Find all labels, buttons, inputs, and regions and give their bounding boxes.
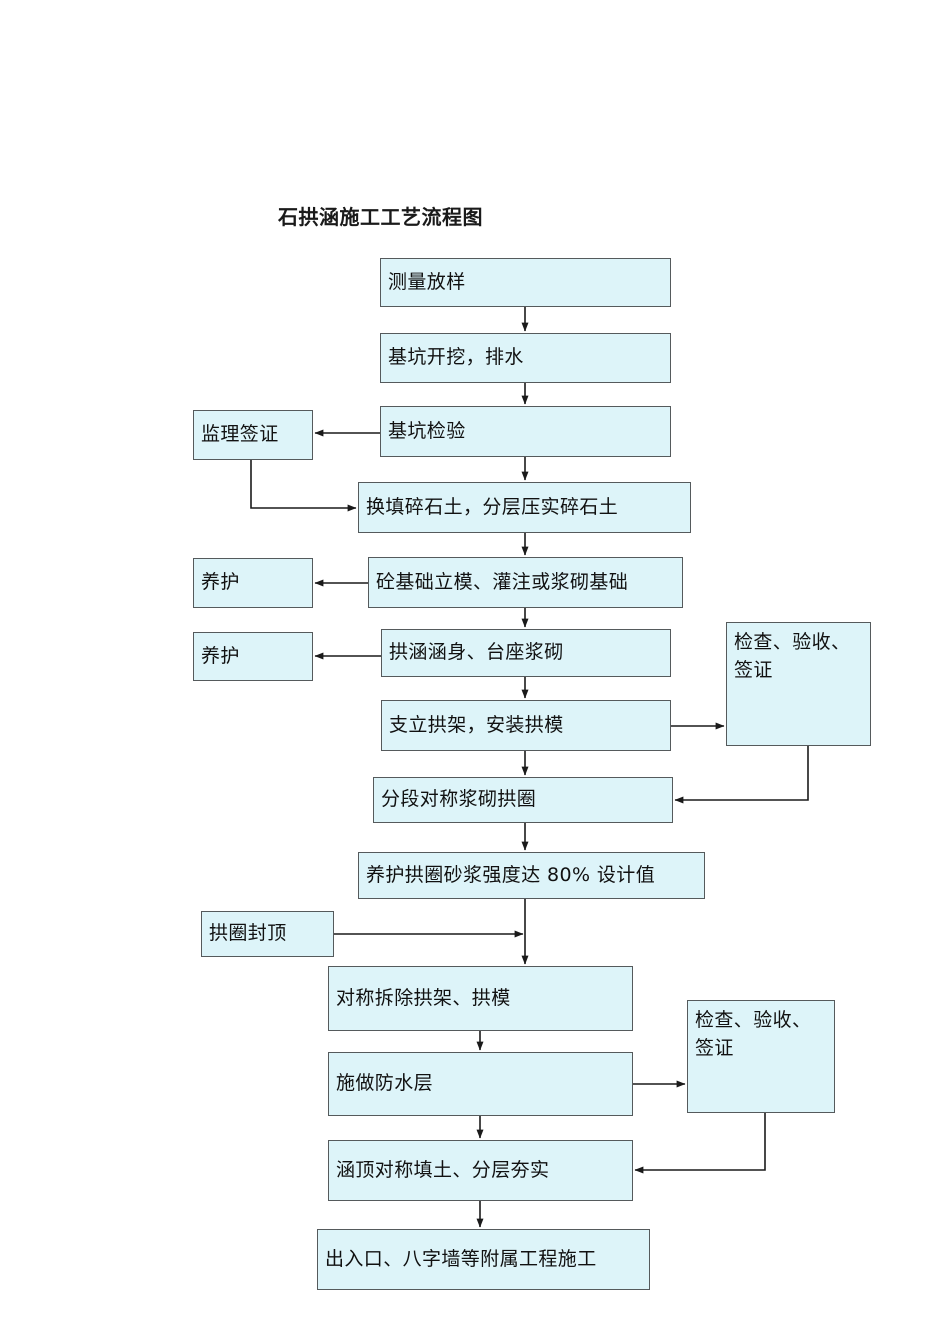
node-waterproof-layer: 施做防水层 <box>328 1052 633 1116</box>
node-label: 出入口、八字墙等附属工程施工 <box>325 1247 597 1270</box>
node-arch-sealing: 拱圈封顶 <box>201 911 334 957</box>
node-backfill-gravel: 换填碎石土，分层压实碎石土 <box>358 482 691 533</box>
node-excavate: 基坑开挖，排水 <box>380 333 671 383</box>
node-label-line: 签证 <box>695 1036 734 1059</box>
edge-inspect1-archring <box>674 746 809 804</box>
node-label: 换填碎石土，分层压实碎石土 <box>366 495 619 518</box>
node-curing-1: 养护 <box>193 558 313 608</box>
node-label: 砼基础立模、灌注或浆砌基础 <box>376 570 629 593</box>
node-arch-frame: 支立拱架，安装拱模 <box>381 700 671 751</box>
node-remove-arch-frame: 对称拆除拱架、拱模 <box>328 966 633 1031</box>
edge-supervisor-backfill <box>250 460 357 512</box>
node-curing-2: 养护 <box>193 632 313 681</box>
node-label: 基坑检验 <box>388 419 466 442</box>
node-label: 对称拆除拱架、拱模 <box>336 986 511 1009</box>
node-backfill-culvert-top: 涵顶对称填土、分层夯实 <box>328 1140 633 1201</box>
node-cure-mortar-strength: 养护拱圈砂浆强度达 80% 设计值 <box>358 852 705 899</box>
node-label: 测量放样 <box>388 270 466 293</box>
node-label: 拱涵涵身、台座浆砌 <box>389 641 564 664</box>
node-label: 监理签证 <box>201 423 279 446</box>
node-label: 分段对称浆砌拱圈 <box>381 788 537 811</box>
node-measure: 测量放样 <box>380 258 671 307</box>
node-culvert-body: 拱涵涵身、台座浆砌 <box>381 629 671 677</box>
node-label-line: 签证 <box>734 658 773 681</box>
node-label: 施做防水层 <box>336 1072 434 1095</box>
node-label: 基坑开挖，排水 <box>388 346 524 369</box>
node-accessory-works: 出入口、八字墙等附属工程施工 <box>317 1229 650 1290</box>
node-label: 支立拱架，安装拱模 <box>389 713 564 736</box>
node-label-line: 检查、验收、 <box>695 1009 812 1031</box>
node-label: 拱圈封顶 <box>209 922 287 945</box>
node-label: 养护 <box>201 644 240 667</box>
node-label-line: 检查、验收、 <box>734 631 851 653</box>
node-arch-ring-masonry: 分段对称浆砌拱圈 <box>373 777 673 823</box>
node-label: 养护 <box>201 571 240 594</box>
node-pit-check: 基坑检验 <box>380 406 671 457</box>
node-label: 涵顶对称填土、分层夯实 <box>336 1158 550 1181</box>
node-inspection-1: 检查、验收、 签证 <box>726 622 871 746</box>
node-supervisor-signoff: 监理签证 <box>193 410 313 460</box>
node-concrete-foundation: 砼基础立模、灌注或浆砌基础 <box>368 557 683 608</box>
page-title: 石拱涵施工工艺流程图 <box>278 205 483 229</box>
node-label: 养护拱圈砂浆强度达 80% 设计值 <box>366 863 656 886</box>
edge-inspect2-backfilltop <box>634 1113 766 1174</box>
node-inspection-2: 检查、验收、 签证 <box>687 1000 835 1113</box>
